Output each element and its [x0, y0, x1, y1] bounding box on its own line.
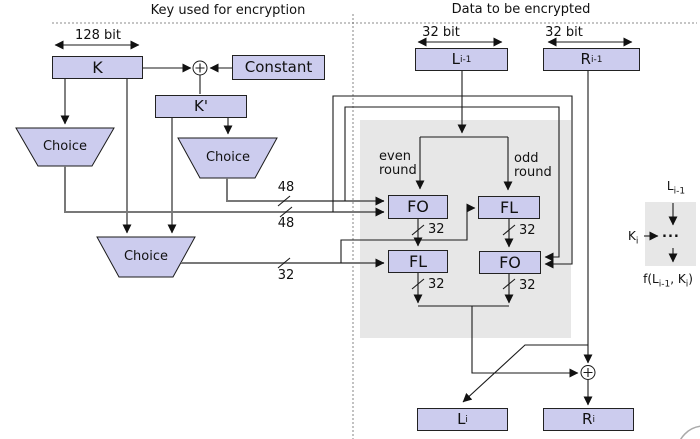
r-in-base: R	[580, 50, 591, 68]
label-odd-round: odd round	[514, 151, 552, 180]
choice3-label: Choice	[123, 249, 169, 264]
label-128bit: 128 bit	[75, 28, 121, 43]
label-32bit-right: 32 bit	[545, 25, 583, 40]
mini-input-base: L	[666, 179, 674, 193]
label-w-fl-top: 32	[519, 223, 536, 238]
rail-48-inner	[344, 106, 560, 262]
data-side-wires	[411, 71, 593, 406]
bit-width-arrows	[54, 37, 633, 50]
mini-key-base: K	[628, 229, 636, 243]
mini-output-p2: , K	[670, 272, 686, 286]
constant-box: Constant	[232, 55, 325, 80]
bus-width-slashes	[277, 195, 293, 269]
label-w-fo-top: 32	[428, 222, 445, 237]
fl-odd-box: FL	[478, 196, 540, 219]
l-out-base: L	[457, 410, 466, 428]
label-bus-48-upper: 48	[277, 180, 295, 195]
mini-output-s2: i	[685, 279, 689, 290]
subkey-buses	[64, 95, 573, 269]
label-even-round: even round	[379, 149, 417, 178]
rail-32-to-fl-top	[340, 203, 476, 263]
choice2-trapezoid	[177, 137, 278, 179]
mini-input-sub: i-1	[673, 186, 686, 197]
label-w-fo-bottom: 32	[519, 278, 536, 293]
label-32bit-left: 32 bit	[422, 25, 460, 40]
header-data-section: Data to be encrypted	[451, 2, 591, 17]
mini-dots: ...	[662, 226, 680, 241]
fo-even-box: FO	[388, 195, 448, 219]
round-function-panel	[360, 120, 571, 338]
mini-output-p1: f(L	[643, 272, 659, 286]
mini-output-label: f(Li-1, Ki)	[628, 272, 700, 290]
key-side-wires	[60, 63, 233, 234]
r-out-base: R	[582, 410, 593, 428]
mini-output-s1: i-1	[658, 279, 671, 290]
bus-48-upper	[226, 178, 385, 206]
fo-odd-box: FO	[479, 251, 541, 274]
choice1-trapezoid	[15, 127, 115, 167]
section-divider-lines	[52, 14, 697, 439]
label-bus-48-lower: 48	[277, 216, 295, 231]
bus-48-lower	[64, 166, 385, 217]
wire-join-to-xor	[471, 306, 579, 378]
xor-node-data	[580, 365, 596, 380]
label-w-fl-bottom: 32	[428, 277, 445, 292]
fl-even-box: FL	[388, 250, 448, 273]
l-in-base: L	[451, 50, 460, 68]
mini-input-label: Li-1	[652, 179, 700, 197]
corner-arc-decoration	[680, 425, 700, 439]
choice2-label: Choice	[205, 150, 251, 165]
choice3-trapezoid	[96, 236, 196, 278]
mini-key-label: Ki	[628, 229, 639, 247]
rail-48-outer	[332, 95, 573, 269]
label-bus-32: 32	[277, 268, 295, 283]
mini-key-sub: i	[635, 236, 639, 247]
round-width-slashes	[411, 224, 516, 290]
mini-function-wires	[644, 203, 678, 263]
xor-node-key	[192, 60, 208, 76]
choice1-label: Choice	[42, 139, 88, 154]
k-prime-box: K'	[155, 95, 247, 118]
header-key-section: Key used for encryption	[150, 3, 306, 18]
k-box: K	[52, 56, 143, 79]
mini-output-p3: )	[688, 272, 693, 286]
wire-r-to-l-out	[462, 344, 588, 403]
